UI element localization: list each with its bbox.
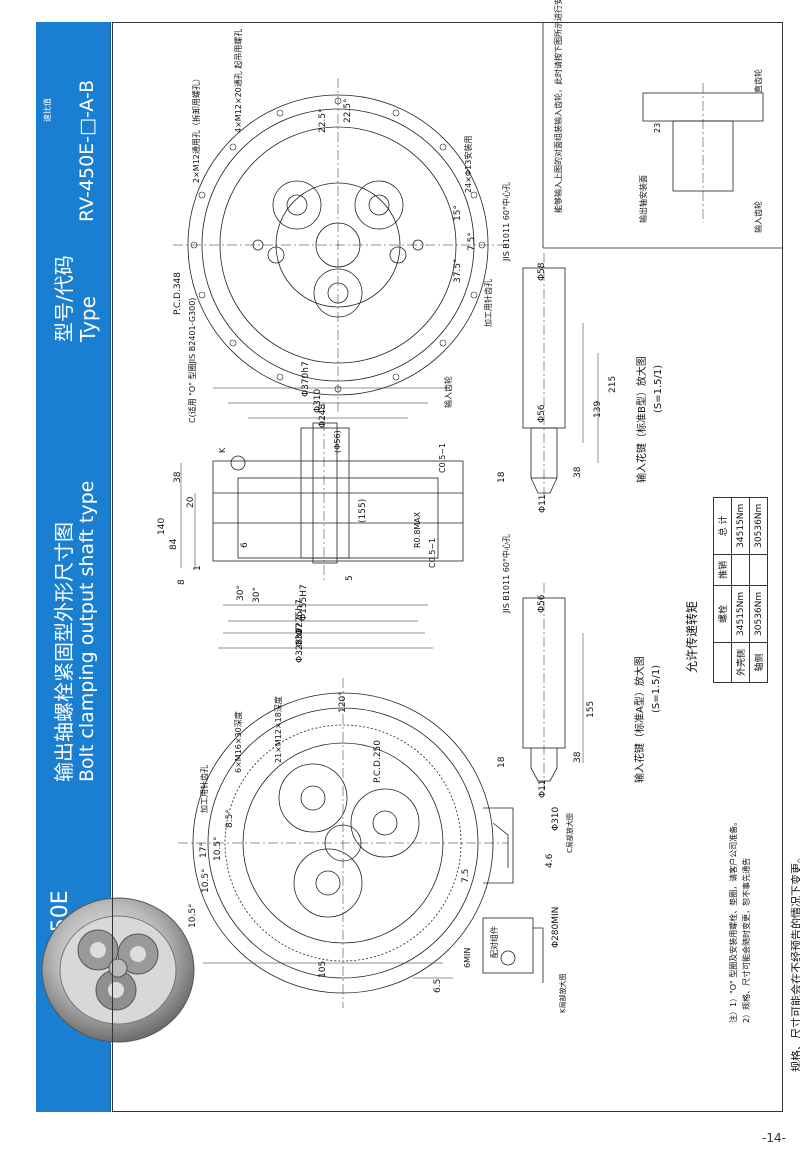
- title-cn: 输出轴螺栓紧固型外形尺寸图: [52, 522, 76, 782]
- top-view: [173, 78, 508, 413]
- torque-table-wrap: 螺栓 推销 总 计 外壳侧 34515Nm 34515Nm 轴侧 30536Nm…: [713, 497, 768, 683]
- type-cn: 型号/代码: [52, 255, 76, 342]
- spline-a-view: [522, 583, 584, 793]
- label-input-gear-2: 输入齿轮: [754, 201, 763, 233]
- catalog-page: RV-450E 输出轴螺栓紧固型外形尺寸图 Bolt clamping outp…: [36, 0, 800, 1122]
- label-input-note: 能够输入上图的对面组装输入齿轮，此时请按下图所示进行安装: [554, 0, 563, 213]
- torque-table: 螺栓 推销 总 计 外壳侧 34515Nm 34515Nm 轴侧 30536Nm…: [713, 497, 768, 683]
- type-en: Type: [76, 296, 100, 342]
- ratio-label: 速比值: [43, 98, 52, 122]
- type-code: RV-450E-□-A-B: [76, 79, 98, 222]
- label-straight-gear: 直齿轮: [754, 69, 763, 93]
- technical-drawing: [173, 78, 508, 413]
- note-2: 2）规格、尺寸可能会随时变更，恕不事先通告: [742, 857, 751, 1023]
- spline-b-view: [522, 253, 599, 503]
- table-row: 外壳侧 34515Nm 34515Nm: [731, 497, 750, 683]
- dim-l23: 23: [653, 122, 662, 133]
- input-gear-detail: [542, 23, 782, 249]
- title-en: Bolt clamping output shaft type: [76, 480, 98, 782]
- section-view: [180, 387, 464, 649]
- detail-views: [482, 807, 544, 983]
- torque-title: 允许传递转矩: [685, 600, 699, 673]
- table-row: 轴侧 30536Nm 30536Nm: [749, 497, 768, 683]
- table-row: 螺栓 推销 总 计: [713, 497, 732, 683]
- product-photo: [41, 897, 195, 1043]
- bottom-view: [178, 678, 508, 1008]
- label-shaft-face: 输出轴安装面: [639, 175, 648, 223]
- note-1: 注）1）"O" 型圈及安装用螺栓、垫圈，请客户公司准备。: [729, 817, 738, 1023]
- page-number: -14-: [762, 1131, 786, 1145]
- footer-note: 规格、尺寸可能会在不经预告的情况下变更。: [790, 852, 800, 1072]
- drawing-sheet: 22.5° 22.5° 2×M12通用孔（拆卸用螺孔） 4×M12×20通孔 起…: [112, 0, 783, 1112]
